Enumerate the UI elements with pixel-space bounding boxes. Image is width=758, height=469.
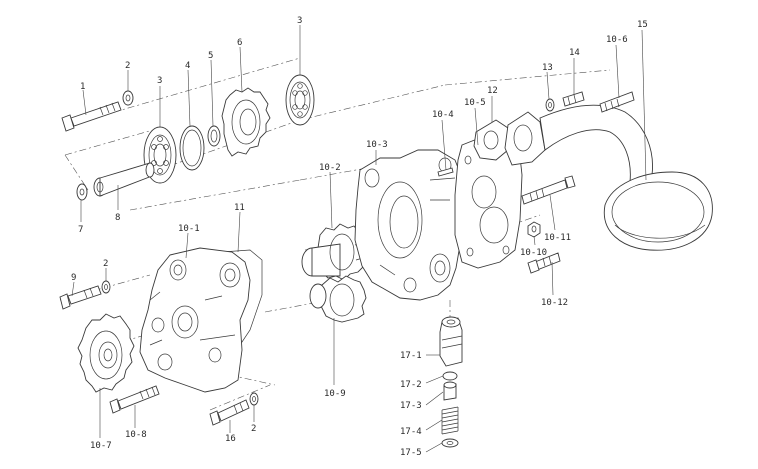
bolt-1 — [61, 101, 122, 132]
callout-10-1: 10-1 — [178, 224, 200, 234]
bearing-3-right — [285, 74, 315, 126]
callout-10-12: 10-12 — [541, 298, 568, 308]
callout-3-right: 3 — [297, 16, 302, 26]
callout-2-bottom: 2 — [251, 424, 256, 434]
bolt-10-11 — [521, 175, 576, 205]
driven-gear-10-9 — [309, 275, 367, 323]
callout-17-1: 17-1 — [400, 351, 422, 361]
gear-10-7 — [77, 313, 135, 393]
callout-13: 13 — [542, 63, 553, 73]
plunger-17-3 — [443, 381, 457, 401]
callout-10-7: 10-7 — [90, 441, 112, 451]
callout-16: 16 — [225, 434, 236, 444]
pin-10-4 — [437, 167, 454, 177]
snap-ring-4 — [179, 125, 205, 171]
callout-10-6: 10-6 — [606, 35, 628, 45]
callout-10-9: 10-9 — [324, 389, 346, 399]
gear-6 — [221, 87, 271, 157]
callout-3-left: 3 — [157, 76, 162, 86]
callout-11: 11 — [234, 203, 245, 213]
callout-2-left: 2 — [103, 259, 108, 269]
washer-13 — [545, 98, 555, 112]
bolt-9 — [59, 285, 102, 310]
washer-2-top — [122, 90, 134, 106]
callout-12: 12 — [487, 86, 498, 96]
bolt-16 — [209, 399, 250, 426]
callout-2-top: 2 — [125, 61, 130, 71]
spring-17-4 — [441, 406, 459, 435]
callout-17-2: 17-2 — [400, 380, 422, 390]
circlip-5 — [207, 125, 221, 147]
relief-valve-17-1 — [439, 316, 463, 367]
bolt-10-12 — [527, 252, 561, 274]
callout-5: 5 — [208, 51, 213, 61]
callout-9: 9 — [71, 273, 76, 283]
callout-10-8: 10-8 — [125, 430, 147, 440]
pump-cover-10-1 — [139, 247, 251, 393]
callout-6: 6 — [237, 38, 242, 48]
washer-2-bottom — [249, 392, 259, 406]
washer-2-left — [101, 280, 111, 294]
leader-lines — [71, 25, 647, 453]
callout-15: 15 — [637, 20, 648, 30]
callout-17-4: 17-4 — [400, 427, 422, 437]
callout-10-10: 10-10 — [520, 248, 547, 258]
callout-4: 4 — [185, 61, 190, 71]
stud-10-6 — [599, 91, 635, 113]
shaft-8 — [93, 162, 155, 197]
callout-10-5: 10-5 — [464, 98, 486, 108]
nut-10-10 — [527, 221, 541, 238]
washer-7 — [76, 183, 88, 201]
callout-10-2: 10-2 — [319, 163, 341, 173]
callout-8: 8 — [115, 213, 120, 223]
ring-17-2 — [442, 371, 458, 381]
bolt-10-8 — [109, 385, 160, 414]
callout-10-3: 10-3 — [366, 140, 388, 150]
callout-10-11: 10-11 — [544, 233, 571, 243]
gasket-12 — [473, 119, 509, 161]
callout-1: 1 — [80, 82, 85, 92]
callout-17-3: 17-3 — [400, 401, 422, 411]
callout-14: 14 — [569, 48, 580, 58]
plate-10-5 — [454, 129, 523, 269]
callout-7: 7 — [78, 225, 83, 235]
suction-pipe-15 — [504, 104, 713, 251]
callout-labels: 1 2 3 4 5 6 3 7 8 10-1 11 9 2 10-7 10-8 … — [71, 16, 648, 458]
callout-10-4: 10-4 — [432, 110, 454, 120]
callout-17-5: 17-5 — [400, 448, 422, 458]
stud-14 — [562, 91, 585, 107]
pump-body-10-3 — [354, 149, 463, 301]
washer-17-5 — [441, 438, 459, 448]
